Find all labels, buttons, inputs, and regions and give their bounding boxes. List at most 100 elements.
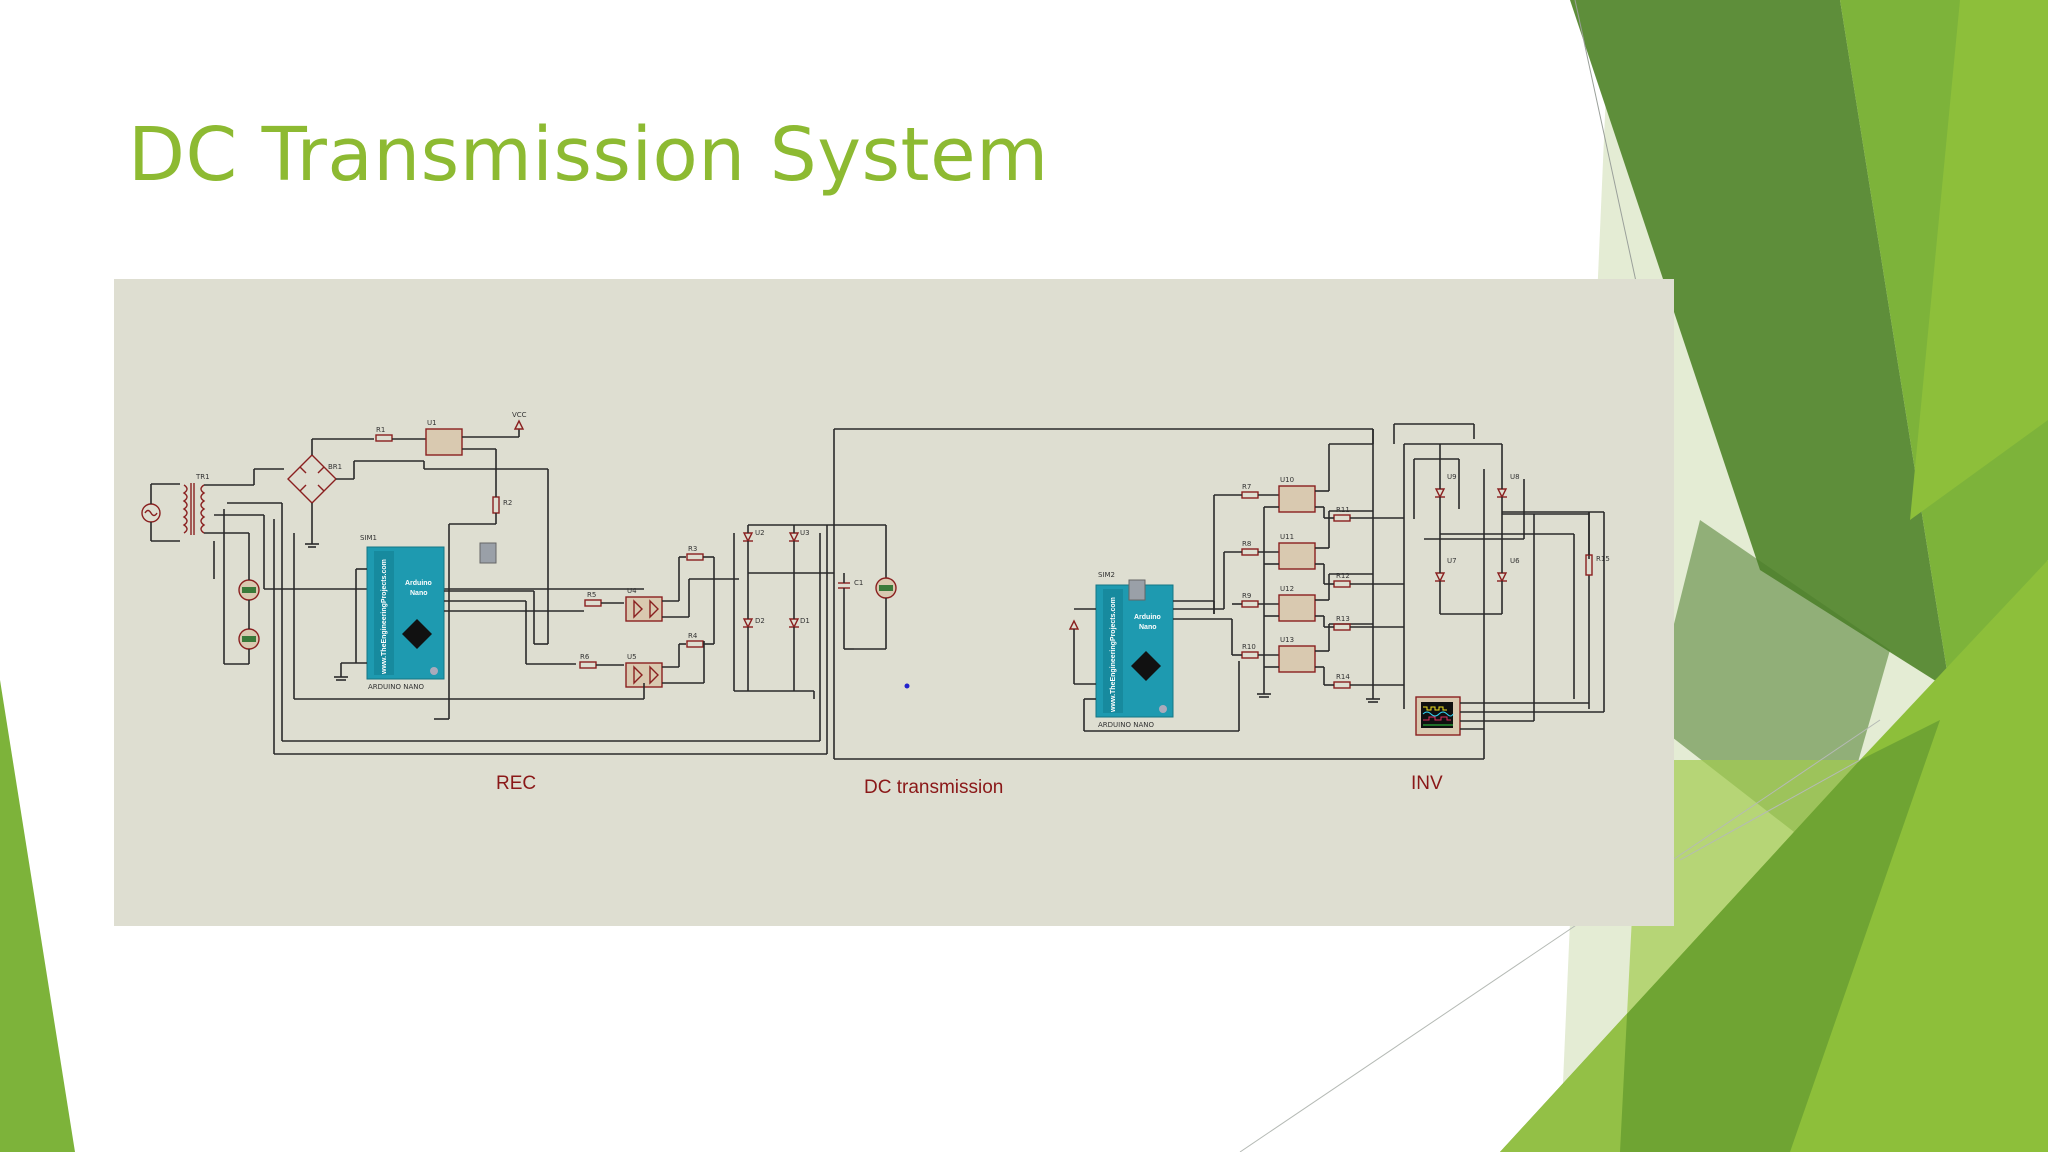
label-r15: R15 bbox=[1596, 555, 1610, 563]
thyristor-u7: U7 bbox=[1434, 557, 1457, 583]
resistor-r3: R3 bbox=[686, 545, 704, 561]
label-sim2: SIM2 bbox=[1098, 571, 1115, 579]
optocoupler-u5: U5 bbox=[625, 653, 663, 688]
thyristor-u8: U8 bbox=[1496, 473, 1520, 499]
label-u3: U3 bbox=[800, 529, 810, 537]
thyristor-u6: U6 bbox=[1496, 557, 1520, 583]
dc-meter bbox=[875, 577, 897, 599]
vcc-terminal: VCC bbox=[512, 411, 527, 430]
label-u4: U4 bbox=[627, 587, 637, 595]
section-label-rec: REC bbox=[496, 773, 536, 794]
deco-facet-lime bbox=[1910, 0, 2048, 520]
arduino-nano-right: SIM2 www.TheEngineeringProjects.com Ardu… bbox=[1095, 571, 1174, 729]
label-u2: U2 bbox=[755, 529, 765, 537]
optocoupler-u12: U12 bbox=[1278, 585, 1316, 622]
label-d2: D2 bbox=[755, 617, 765, 625]
section-label-dc-transmission: DC transmission bbox=[864, 777, 1003, 798]
board-name-right-1: Arduino bbox=[1134, 614, 1161, 621]
label-u9: U9 bbox=[1447, 473, 1457, 481]
label-r6: R6 bbox=[580, 653, 590, 661]
label-u12: U12 bbox=[1280, 585, 1294, 593]
resistor-r9: R9 bbox=[1241, 592, 1259, 608]
optocoupler-u13: U13 bbox=[1278, 636, 1316, 673]
slide-title: DC Transmission System bbox=[128, 112, 1049, 198]
label-tr1: TR1 bbox=[195, 473, 210, 481]
label-vcc: VCC bbox=[512, 411, 527, 419]
deco-left-sliver bbox=[0, 680, 75, 1152]
section-label-inv: INV bbox=[1411, 773, 1443, 794]
resistor-r7: R7 bbox=[1241, 483, 1259, 499]
label-r1: R1 bbox=[376, 426, 385, 434]
label-r14: R14 bbox=[1336, 673, 1350, 681]
schematic-panel: TR1 BR1 bbox=[114, 279, 1674, 926]
label-r12: R12 bbox=[1336, 572, 1350, 580]
label-u5: U5 bbox=[627, 653, 637, 661]
resistor-r12: R12 bbox=[1333, 572, 1351, 588]
deco-facet-dark bbox=[1570, 0, 1950, 690]
deco-facet-bottom-light bbox=[1500, 760, 1860, 1152]
label-r4: R4 bbox=[688, 632, 698, 640]
label-u11: U11 bbox=[1280, 533, 1294, 541]
resistor-r2: R2 bbox=[492, 496, 512, 514]
board-name-right-2: Nano bbox=[1139, 624, 1157, 631]
label-u1: U1 bbox=[427, 419, 437, 427]
label-r13: R13 bbox=[1336, 615, 1350, 623]
label-u10: U10 bbox=[1280, 476, 1294, 484]
meter-2 bbox=[238, 628, 260, 650]
ac-source bbox=[141, 483, 180, 542]
label-u7: U7 bbox=[1447, 557, 1457, 565]
label-u6: U6 bbox=[1510, 557, 1520, 565]
capacitor-c1: C1 bbox=[838, 579, 863, 589]
label-r8: R8 bbox=[1242, 540, 1251, 548]
resistor-r4: R4 bbox=[686, 632, 704, 648]
label-d1: D1 bbox=[800, 617, 810, 625]
resistor-r8: R8 bbox=[1241, 540, 1259, 556]
optocoupler-u4: U4 bbox=[625, 587, 663, 622]
board-part-right: ARDUINO NANO bbox=[1098, 721, 1154, 729]
resistor-r5: R5 bbox=[584, 591, 602, 607]
resistor-r6: R6 bbox=[579, 653, 597, 669]
power-arrow-right bbox=[1068, 619, 1080, 630]
resistor-r14: R14 bbox=[1333, 673, 1351, 689]
optocoupler-u11: U11 bbox=[1278, 533, 1316, 570]
resistor-r10: R10 bbox=[1241, 643, 1259, 659]
label-r7: R7 bbox=[1242, 483, 1251, 491]
optocoupler-u1: U1 bbox=[425, 419, 463, 456]
circuit-schematic: TR1 BR1 bbox=[141, 411, 1610, 798]
oscilloscope bbox=[1415, 696, 1461, 736]
thyristor-u3: U3 bbox=[788, 529, 810, 543]
diode-d1: D1 bbox=[788, 617, 810, 629]
label-u13: U13 bbox=[1280, 636, 1294, 644]
thyristor-u9: U9 bbox=[1434, 473, 1457, 499]
board-website-left: www.TheEngineeringProjects.com bbox=[381, 559, 388, 675]
board-name-left-2: Nano bbox=[410, 590, 428, 597]
resistor-r11: R11 bbox=[1333, 506, 1351, 522]
bridge-rectifier-br1: BR1 bbox=[287, 454, 342, 504]
probe-marker bbox=[904, 683, 910, 689]
board-part-left: ARDUINO NANO bbox=[368, 683, 424, 691]
label-u8: U8 bbox=[1510, 473, 1520, 481]
label-br1: BR1 bbox=[328, 463, 342, 471]
board-website-right: www.TheEngineeringProjects.com bbox=[1110, 597, 1117, 713]
label-r2: R2 bbox=[503, 499, 512, 507]
label-r5: R5 bbox=[587, 591, 596, 599]
deco-line bbox=[1679, 759, 1861, 861]
transformer-tr1: TR1 bbox=[182, 473, 210, 535]
resistor-r1: R1 bbox=[375, 426, 393, 442]
label-r11: R11 bbox=[1336, 506, 1350, 514]
board-name-left-1: Arduino bbox=[405, 580, 432, 587]
meter-1 bbox=[238, 579, 260, 601]
thyristor-u2: U2 bbox=[742, 529, 765, 543]
label-r9: R9 bbox=[1242, 592, 1251, 600]
arduino-nano-left: SIM1 www.TheEngineeringProjects.com Ardu… bbox=[360, 534, 497, 691]
optocoupler-u10: U10 bbox=[1278, 476, 1316, 513]
resistor-r13: R13 bbox=[1333, 615, 1351, 631]
label-c1: C1 bbox=[854, 579, 863, 587]
deco-line bbox=[1574, 0, 1641, 301]
label-r10: R10 bbox=[1242, 643, 1256, 651]
deco-line bbox=[1239, 719, 1881, 1152]
label-sim1: SIM1 bbox=[360, 534, 377, 542]
diode-d2: D2 bbox=[742, 617, 765, 629]
label-r3: R3 bbox=[688, 545, 697, 553]
